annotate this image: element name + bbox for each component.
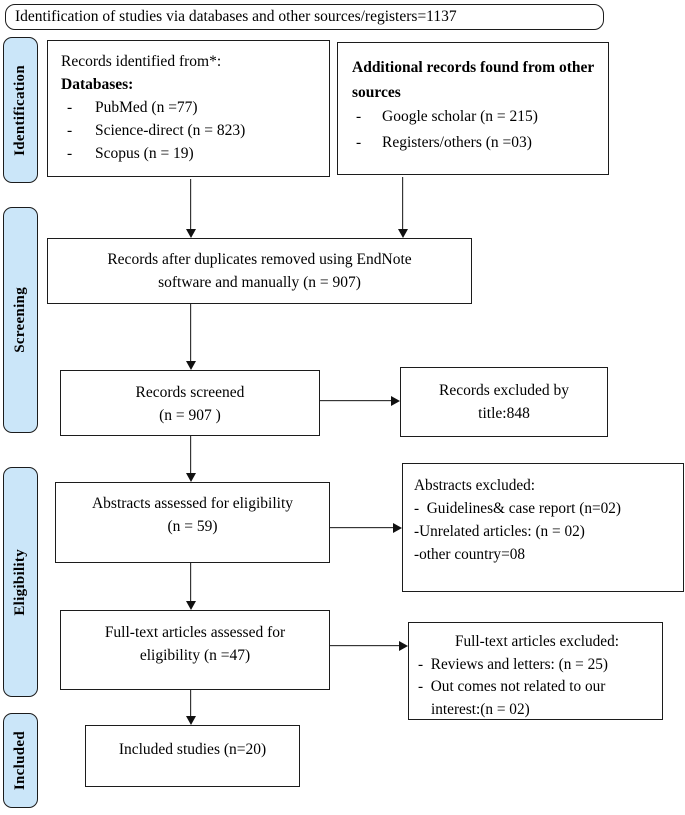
- banner-total-records: Identification of studies via databases …: [5, 4, 604, 30]
- box-records-identified: Records identified from*: Databases: - P…: [47, 40, 330, 177]
- stage-identification: Identification: [3, 37, 38, 183]
- fulltext-line2: eligibility (n =47): [139, 647, 251, 664]
- screened-line2: (n = 907 ): [159, 407, 221, 424]
- arrow-othersources-to-duplicates-icon: [397, 177, 408, 238]
- records-identified-subtitle: Databases:: [61, 76, 134, 93]
- arrow-fulltext-to-excluded-icon: [330, 640, 408, 651]
- dash-bullet: -: [67, 99, 73, 116]
- box-fulltext-assessed: Full-text articles assessed for eligibil…: [60, 610, 330, 690]
- box-other-sources: Additional records found from other sour…: [337, 42, 609, 175]
- list-item: - Scopus (n = 19): [61, 142, 319, 165]
- stage-screening: Screening: [3, 207, 38, 433]
- arrow-fulltext-to-included-icon: [185, 690, 196, 725]
- stage-included: Included: [3, 713, 38, 808]
- list-item: - Science-direct (n = 823): [61, 119, 319, 142]
- abstracts-line2: (n = 59): [167, 518, 218, 535]
- dash-bullet: -: [356, 134, 362, 151]
- database-scopus: Scopus (n = 19): [95, 145, 194, 162]
- list-item: - Registers/others (n =03): [352, 131, 596, 154]
- arrow-duplicates-to-screened-icon: [185, 304, 196, 370]
- duplicates-line2: software and manually (n = 907): [158, 274, 361, 291]
- arrow-screened-to-excluded-icon: [320, 395, 400, 406]
- box-fulltext-excluded: Full-text articles excluded: - Reviews a…: [408, 622, 663, 720]
- fulltext-excluded-item: - Out comes not related to our interest:…: [418, 678, 610, 718]
- fulltext-excluded-title: Full-text articles excluded:: [455, 633, 619, 650]
- stage-included-label: Included: [12, 730, 28, 791]
- box-abstracts-excluded: Abstracts excluded: - Guidelines& case r…: [402, 463, 684, 592]
- abstracts-excluded-item: - Guidelines& case report (n=02): [414, 500, 621, 517]
- list-item: - PubMed (n =77): [61, 96, 319, 119]
- records-excluded-line2: title:848: [478, 405, 530, 422]
- box-records-excluded: Records excluded by title:848: [400, 367, 608, 437]
- box-abstracts-assessed: Abstracts assessed for eligibility (n = …: [55, 482, 330, 563]
- screened-line1: Records screened: [135, 384, 245, 401]
- list-item: - Google scholar (n = 215): [352, 105, 596, 128]
- database-sciencedirect: Science-direct (n = 823): [95, 122, 246, 139]
- abstracts-line1: Abstracts assessed for eligibility: [91, 495, 294, 512]
- source-google-scholar: Google scholar (n = 215): [382, 108, 538, 125]
- duplicates-line1: Records after duplicates removed using E…: [107, 251, 412, 268]
- arrow-screened-to-abstracts-icon: [185, 436, 196, 482]
- fulltext-line1: Full-text articles assessed for: [104, 624, 286, 641]
- database-pubmed: PubMed (n =77): [95, 99, 198, 116]
- arrow-abstracts-to-excluded-icon: [330, 522, 402, 533]
- fulltext-excluded-item: - Reviews and letters: (n = 25): [418, 655, 609, 673]
- stage-identification-label: Identification: [12, 64, 28, 156]
- other-sources-title: Additional records found from other sour…: [352, 59, 598, 101]
- arrow-databases-to-duplicates-icon: [185, 179, 196, 238]
- arrow-abstracts-to-fulltext-icon: [185, 563, 196, 610]
- abstracts-excluded-item: -other country=08: [414, 546, 525, 563]
- abstracts-excluded-title: Abstracts excluded:: [414, 477, 536, 494]
- abstracts-excluded-item: -Unrelated articles: (n = 02): [414, 523, 585, 540]
- banner-text: Identification of studies via databases …: [15, 8, 457, 25]
- box-included-studies: Included studies (n=20): [85, 725, 300, 787]
- source-registers: Registers/others (n =03): [382, 134, 532, 151]
- records-identified-title: Records identified from*:: [61, 53, 222, 70]
- dash-bullet: -: [67, 145, 73, 162]
- records-excluded-line1: Records excluded by: [439, 382, 569, 399]
- box-records-screened: Records screened (n = 907 ): [60, 370, 320, 436]
- stage-screening-label: Screening: [12, 287, 28, 353]
- dash-bullet: -: [356, 108, 362, 125]
- dash-bullet: -: [67, 122, 73, 139]
- stage-eligibility-label: Eligibility: [12, 548, 28, 616]
- box-duplicates-removed: Records after duplicates removed using E…: [47, 238, 472, 304]
- included-line1: Included studies (n=20): [118, 741, 267, 758]
- stage-eligibility: Eligibility: [3, 467, 38, 697]
